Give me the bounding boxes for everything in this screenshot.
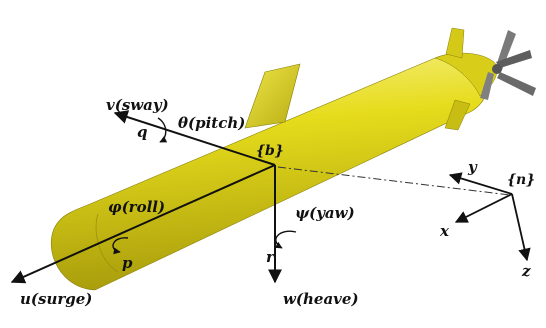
yaw-rotation-arrow (274, 230, 297, 249)
nav-z-axis (511, 193, 531, 262)
rear-fin-lower (444, 99, 471, 131)
frame-link-line (277, 166, 511, 196)
surge-axis (10, 164, 276, 284)
sway-axis (113, 110, 276, 166)
body-frame-label: {b} (256, 143, 284, 159)
roll-label: φ(roll) (108, 198, 165, 216)
propeller-icon (480, 30, 536, 100)
pitch-rotation-arrow (157, 117, 168, 143)
pitch-label: θ(pitch) (178, 114, 245, 132)
nav-x-axis (454, 193, 513, 223)
yaw-rate-label: r (266, 248, 275, 266)
roll-rotation-arrow (112, 237, 129, 255)
nav-frame-axes (448, 172, 531, 262)
sway-rate-label: q (137, 123, 148, 141)
nav-x-label: x (439, 222, 450, 240)
nav-y-axis (448, 172, 513, 195)
sway-label: v(sway) (106, 96, 169, 114)
roll-rate-label: p (122, 254, 133, 272)
nav-y-label: y (467, 158, 478, 176)
body-frame-axes (10, 110, 511, 284)
heave-label: w(heave) (283, 290, 359, 308)
surge-label: u(surge) (20, 290, 92, 308)
dorsal-fin (244, 63, 301, 129)
auv-hull (50, 52, 498, 291)
nav-z-label: z (521, 262, 531, 280)
nav-frame-label: {n} (507, 172, 535, 188)
yaw-label: ψ(yaw) (295, 204, 355, 222)
rear-fin-upper (445, 27, 465, 59)
